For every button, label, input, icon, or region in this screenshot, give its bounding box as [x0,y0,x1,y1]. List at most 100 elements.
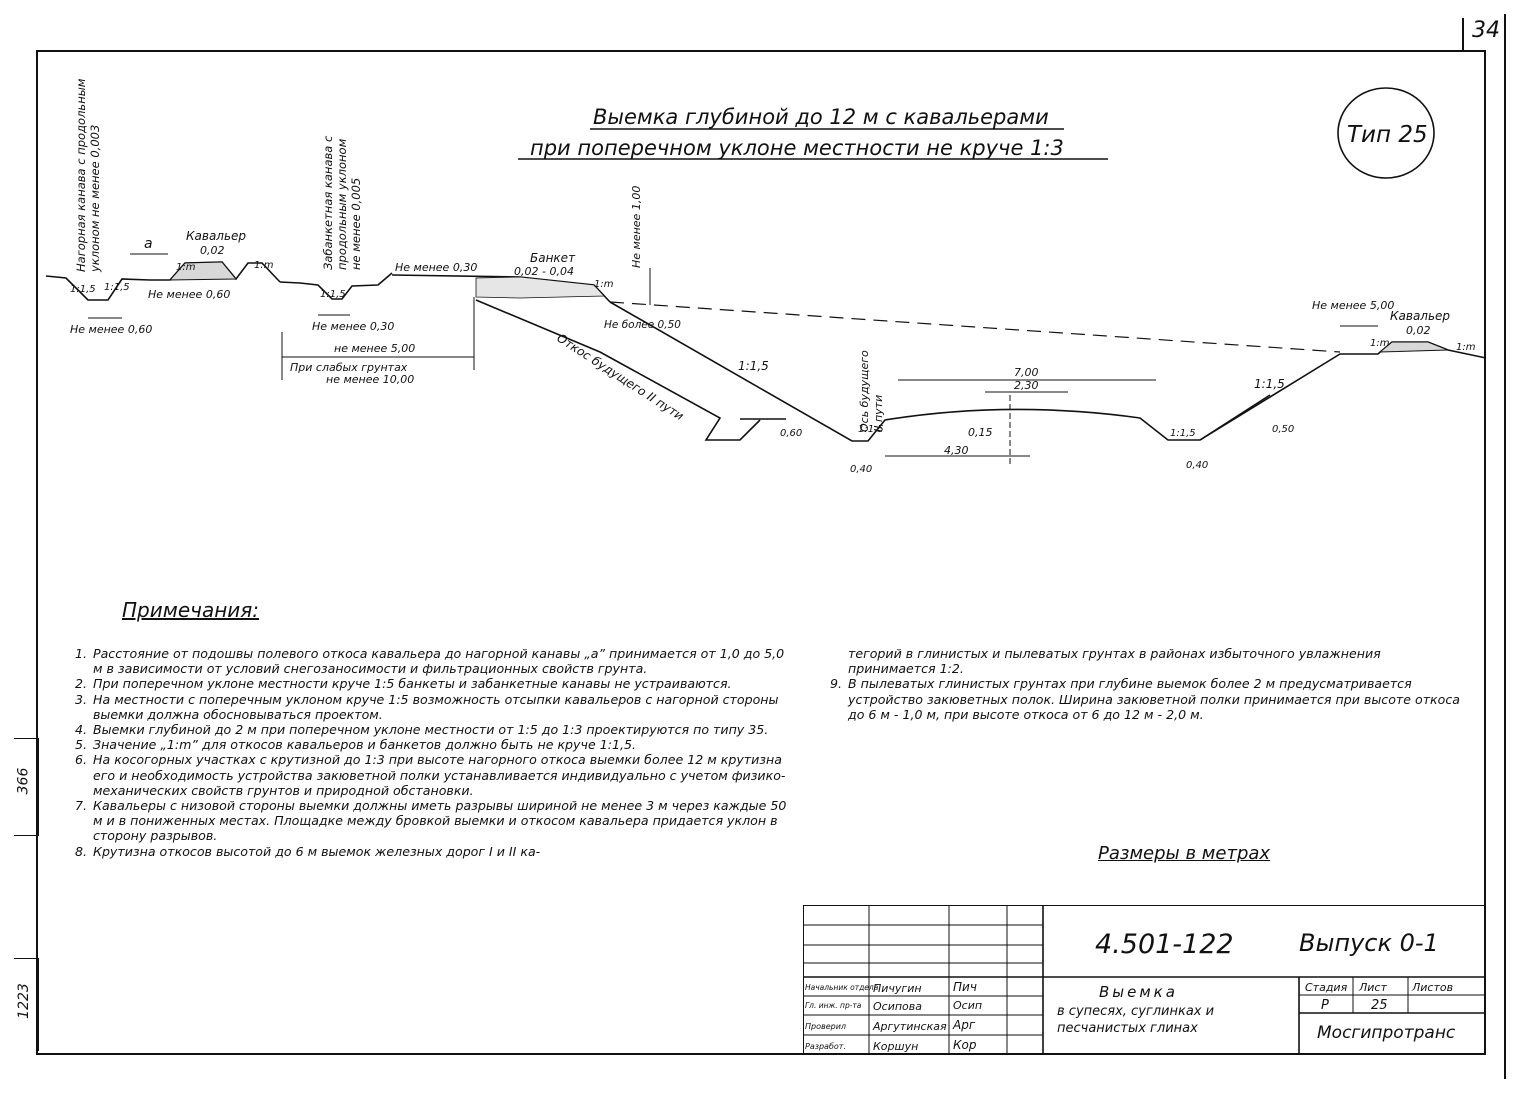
label-nm-500-right: Не менее 5,00 [1312,299,1394,312]
note-item: 1.Расстояние от подошвы полевого откоса … [75,646,785,677]
dim-050: 0,50 [1272,424,1294,435]
label-slope-002-left: 0,02 [200,244,225,257]
tb-desc-2: в супесях, суглинках и [1057,1004,1214,1019]
tb-sig-4: Кор [953,1038,977,1052]
cross-section-drawing: Выемка глубиной до 12 м с кавальерами пр… [45,78,1487,475]
label-axis-track-2a: Ось будущего [858,350,871,432]
tb-col-sheet: Лист [1358,981,1387,994]
notes-title: Примечания: [122,598,260,622]
page-edge-line [1504,14,1506,1079]
tb-name-2: Осипова [873,1000,922,1013]
note-item: 6.На косогорных участках с крутизной до … [75,752,786,798]
label-berm-ditch-1: Забанкетная канава с [321,135,335,270]
label-banket-slope: 0,02 - 0,04 [514,265,574,278]
tb-role-3: Проверил [805,1022,846,1031]
banket-hatch [475,276,605,299]
label-banket: Банкет [530,251,576,265]
tb-stage: Р [1321,998,1329,1013]
label-not-less-100: Не менее 1,00 [630,186,643,268]
drawing-frame [36,50,1486,1055]
dim-015: 0,15 [968,426,993,439]
label-kavalier-left: Кавальер [186,229,246,243]
tb-role-2: Гл. инж. пр-та [805,1001,862,1010]
tb-org: Мосгипротранс [1317,1023,1456,1043]
label-slope-15-e: 1:1,5 [858,424,884,435]
note-item: 3.На местности с поперечным уклоном круч… [75,691,779,722]
kavalier-left [168,261,238,281]
tb-col-stage: Стадия [1305,981,1348,994]
dim-700: 7,00 [1014,366,1039,379]
tb-name-1: Пичугин [873,982,922,995]
tb-name-3: Аргутинская [872,1020,947,1033]
dim-060: 0,60 [780,428,802,439]
label-slope-15-g: 1:1,5 [1254,377,1285,391]
title-block: 4.501-122 Выпуск 0-1 Стадия Лист Листов … [803,905,1486,1055]
tb-desc-1: Выемка [1099,983,1178,1001]
tb-sig-3: Арг [952,1018,976,1032]
note-item: 4.Выемки глубиной до 2 м при поперечном … [75,722,769,738]
label-slope-m-5: 1:m [1456,342,1476,353]
label-weak-soil-1: При слабых грунтах [290,361,408,374]
label-upland-ditch-1: Нагорная канава с продольным [74,78,88,272]
dim-430: 4,30 [944,444,969,457]
tb-sheet: 25 [1371,998,1388,1013]
label-future-slope: Откос будущего II пути [554,331,686,424]
label-nm-030-a: Не менее 0,30 [395,261,477,274]
note-item: 9.В пылеватых глинистых грунтах при глуб… [830,676,1461,722]
sheet-number: 34 [1462,18,1506,50]
label-nm-060-a: Не менее 0,60 [148,288,230,301]
notes-right: тегорий в глинистых и пылеватых грунтах … [830,646,1460,722]
title-line-2: при поперечном уклоне местности не круче… [530,136,1064,160]
label-nm-060-b: Не менее 0,60 [70,323,152,336]
side-stamp-bottom: 1223 [14,958,39,1051]
label-slope-15-b: 1:1,5 [104,282,130,293]
tb-col-sheets: Листов [1411,981,1453,994]
label-slope-15-f: 1:1,5 [1170,428,1196,439]
label-slope-m-1: 1:m [176,262,196,273]
label-slope-15-d: 1:1,5 [738,359,769,373]
label-kavalier-right: Кавальер [1390,309,1450,323]
tb-code: 4.501-122 [1095,929,1234,960]
note-item: 8.Крутизна откосов высотой до 6 м выемок… [75,843,541,859]
tb-sig-2: Осип [953,999,982,1012]
label-slope-15-a: 1:1,5 [70,284,96,295]
label-a: а [144,236,153,252]
note-item: 2.При поперечном уклоне местности круче … [75,676,732,692]
dim-230: 2,30 [1014,379,1039,392]
tb-desc-3: песчанистых глинах [1057,1021,1198,1036]
tb-role-1: Начальник отдела [805,983,879,992]
type-badge: Тип 25 [1347,122,1428,148]
kavalier-right [1378,341,1449,353]
tb-name-4: Коршун [873,1040,918,1053]
dim-040-a: 0,40 [850,464,872,475]
label-slope-002-right: 0,02 [1406,324,1431,337]
title-line-1: Выемка глубиной до 12 м с кавальерами [593,105,1049,129]
ground-dashed-line [609,301,1341,353]
notes-left: 1.Расстояние от подошвы полевого откоса … [75,646,787,859]
side-stamp-top: 366 [14,738,39,836]
note-item: 7.Кавальеры с низовой стороны выемки дол… [75,798,787,844]
label-upland-ditch-2: уклоном не менее 0,003 [88,125,102,273]
berm-ditch [279,272,393,300]
label-slope-m-2: 1:m [254,260,274,271]
label-slope-m-3: 1:m [594,279,614,290]
tb-sig-1: Пич [953,980,977,994]
dimensions-note: Размеры в метрах [1098,843,1271,864]
label-nm-030-b: Не менее 0,30 [312,320,394,333]
label-nb-050: Не более 0,50 [604,319,681,331]
note-item: тегорий в глинистых и пылеватых грунтах … [848,646,1381,677]
label-axis-track-2b: II пути [872,395,885,432]
label-nm-500: не менее 5,00 [334,342,415,355]
label-weak-soil-2: не менее 10,00 [326,373,414,386]
label-berm-ditch-2: продольным уклоном [335,138,349,270]
slope-rise-right [1199,394,1271,441]
label-slope-m-4: 1:m [1370,338,1390,349]
label-slope-15-c: 1:1,5 [320,289,346,300]
label-berm-ditch-3: не менее 0,005 [349,178,363,270]
tb-issue: Выпуск 0-1 [1299,929,1439,957]
tb-role-4: Разработ. [805,1042,846,1051]
note-item: 5.Значение „1:m” для откосов кавальеров … [75,737,636,753]
dim-040-b: 0,40 [1186,460,1208,471]
future-slope [475,299,761,441]
cut-slope-left [609,301,1487,442]
